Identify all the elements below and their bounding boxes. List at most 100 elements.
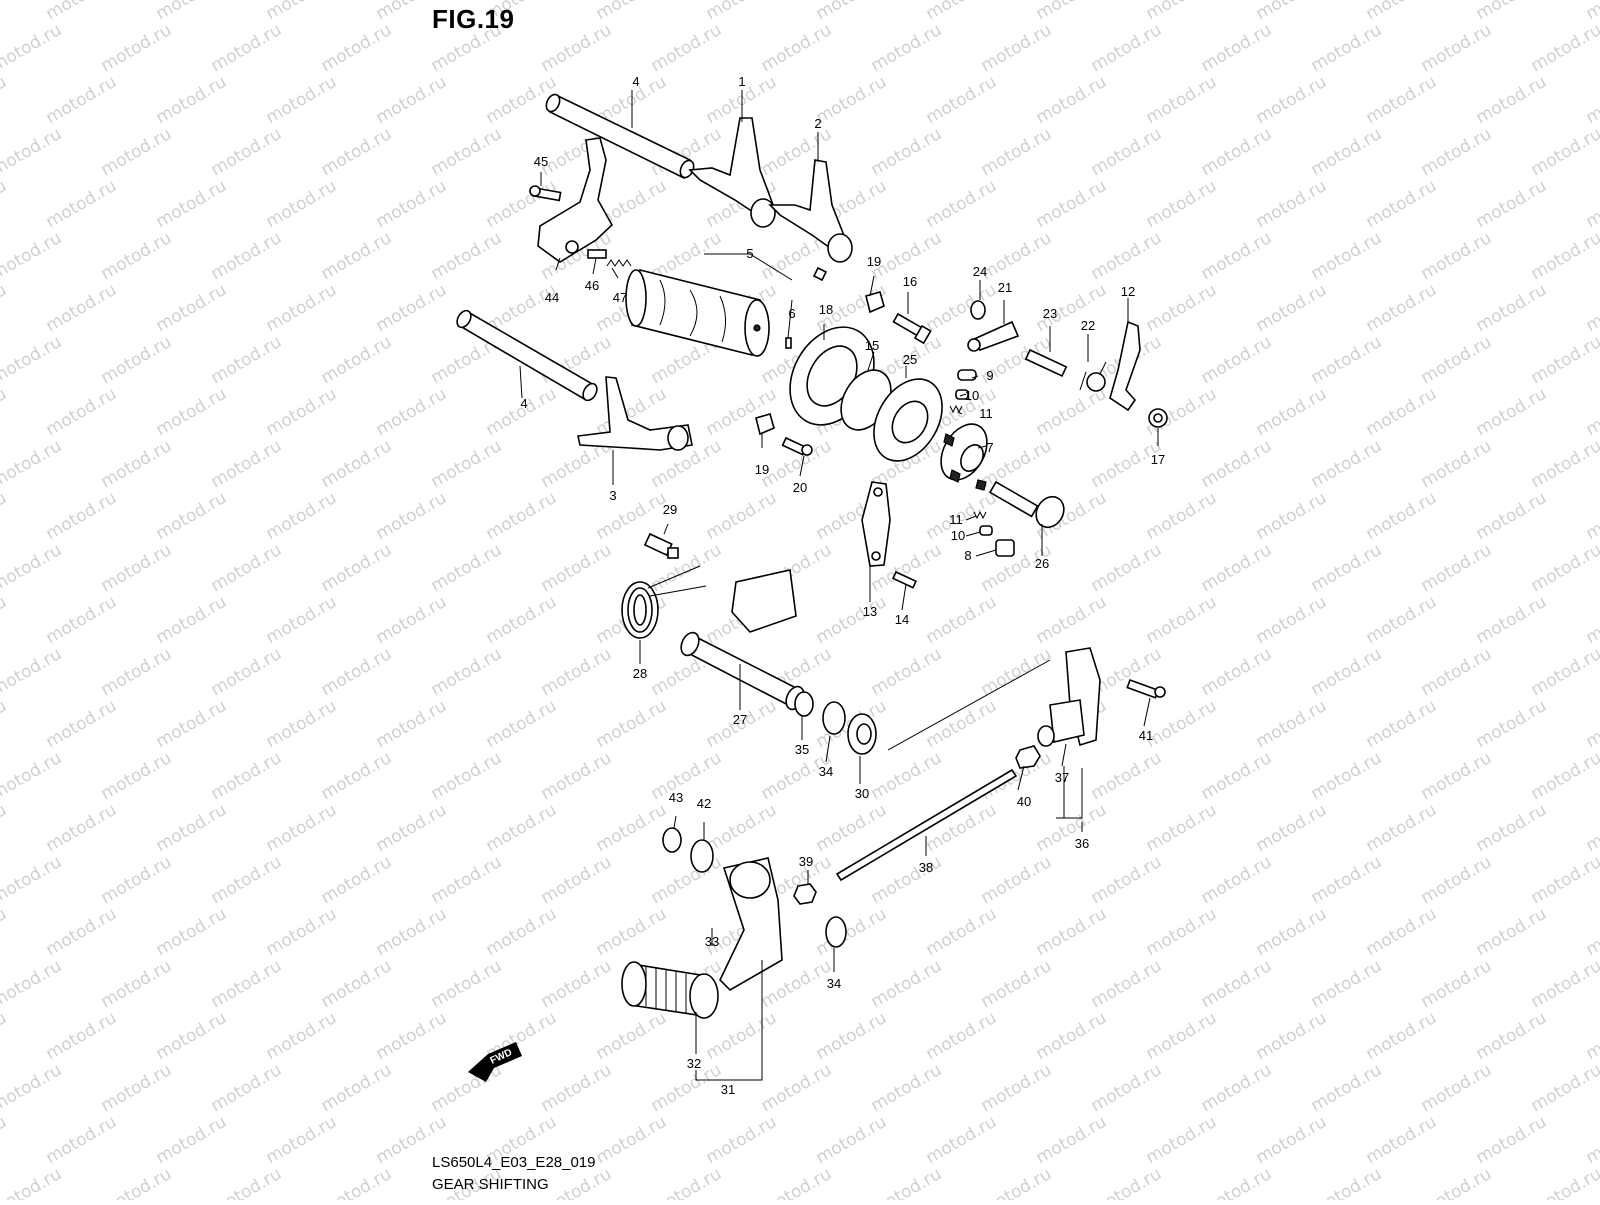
watermark-text: motod.ru (1583, 1112, 1600, 1168)
watermark-text: motod.ru (1033, 176, 1111, 232)
watermark-text: motod.ru (483, 696, 561, 752)
watermark-text: motod.ru (318, 228, 396, 284)
watermark-text: motod.ru (483, 800, 561, 856)
label-part-33: 33 (705, 934, 719, 949)
watermark-text: motod.ru (1198, 436, 1276, 492)
watermark-text: motod.ru (1363, 488, 1441, 544)
watermark-text: motod.ru (153, 176, 231, 232)
pawl-9 (958, 370, 976, 380)
label-part-24: 24 (973, 264, 987, 279)
watermark-text: motod.ru (98, 1060, 176, 1116)
watermark-text: motod.ru (1473, 1112, 1551, 1168)
watermark-text: motod.ru (1583, 1008, 1600, 1064)
watermark-text: motod.ru (373, 384, 451, 440)
label-part-42: 42 (697, 796, 711, 811)
gearshift-lever-31 (720, 858, 782, 990)
watermark-text: motod.ru (978, 124, 1056, 180)
label-part-32: 32 (687, 1056, 701, 1071)
watermark-text: motod.ru (1363, 1008, 1441, 1064)
watermark-text: motod.ru (1198, 748, 1276, 804)
watermark-text: motod.ru (978, 852, 1056, 908)
watermark-text: motod.ru (208, 332, 286, 388)
watermark-text: motod.ru (43, 904, 121, 960)
watermark-text: motod.ru (1143, 1112, 1221, 1168)
washer-19-lower (756, 414, 774, 434)
watermark-text: motod.ru (648, 852, 726, 908)
watermark-text: motod.ru (1143, 488, 1221, 544)
nut-39 (794, 884, 816, 904)
watermark-text: motod.ru (1198, 228, 1276, 284)
watermark-text: motod.ru (1528, 748, 1600, 804)
watermark-text: motod.ru (1583, 384, 1600, 440)
watermark-text: motod.ru (0, 644, 65, 700)
watermark-text: motod.ru (263, 1008, 341, 1064)
label-part-31: 31 (721, 1082, 735, 1097)
label-part-3: 3 (609, 488, 616, 503)
watermark-text: motod.ru (0, 956, 65, 1012)
watermark-text: motod.ru (373, 592, 451, 648)
watermark-text: motod.ru (373, 176, 451, 232)
watermark-text: motod.ru (428, 644, 506, 700)
label-part-46: 46 (585, 278, 599, 293)
gearshift-shaft-27 (678, 570, 808, 712)
watermark-text: motod.ru (538, 956, 616, 1012)
watermark-text: motod.ru (318, 1164, 396, 1200)
watermark-text: motod.ru (43, 696, 121, 752)
watermark-text: motod.ru (703, 800, 781, 856)
watermark-text: motod.ru (538, 540, 616, 596)
washer-34-upper (823, 702, 845, 734)
watermark-text: motod.ru (1528, 1164, 1600, 1200)
watermark-text: motod.ru (153, 696, 231, 752)
watermark-text: motod.ru (43, 592, 121, 648)
watermark-text: motod.ru (1308, 1164, 1386, 1200)
watermark-text: motod.ru (318, 540, 396, 596)
watermark-text: motod.ru (1253, 384, 1331, 440)
watermark-text: motod.ru (923, 280, 1001, 336)
label-part-25: 25 (903, 352, 917, 367)
watermark-text: motod.ru (373, 696, 451, 752)
label-part-5: 5 (746, 246, 753, 261)
watermark-text: motod.ru (868, 1164, 946, 1200)
circlip-35 (795, 692, 813, 716)
watermark-text: motod.ru (43, 800, 121, 856)
watermark-text: motod.ru (43, 384, 121, 440)
watermark-text: motod.ru (868, 20, 946, 76)
watermark-text: motod.ru (373, 904, 451, 960)
watermark-text: motod.ru (318, 644, 396, 700)
watermark-text: motod.ru (0, 748, 65, 804)
watermark-text: motod.ru (538, 1060, 616, 1116)
watermark-text: motod.ru (1583, 72, 1600, 128)
watermark-text: motod.ru (923, 1008, 1001, 1064)
watermark-text: motod.ru (1088, 748, 1166, 804)
label-part-2: 2 (814, 116, 821, 131)
watermark-text: motod.ru (1253, 176, 1331, 232)
watermark-text: motod.ru (208, 228, 286, 284)
gear-shift-lever-21 (968, 322, 1018, 351)
label-part-12: 12 (1121, 284, 1135, 299)
watermark-text: motod.ru (1308, 20, 1386, 76)
watermark-text: motod.ru (0, 1060, 65, 1116)
watermark-text: motod.ru (1033, 1112, 1111, 1168)
watermark-text: motod.ru (1198, 852, 1276, 908)
watermark-text: motod.ru (868, 748, 946, 804)
watermark-text: motod.ru (98, 436, 176, 492)
watermark-text: motod.ru (153, 280, 231, 336)
washer-24 (971, 301, 985, 319)
label-part-38: 38 (919, 860, 933, 875)
watermark-text: motod.ru (868, 644, 946, 700)
watermark-text: motod.ru (0, 20, 65, 76)
label-part-23: 23 (1043, 306, 1057, 321)
watermark-text: motod.ru (43, 1008, 121, 1064)
watermark-text: motod.ru (1088, 124, 1166, 180)
watermark-text: motod.ru (1033, 1008, 1111, 1064)
watermark-text: motod.ru (263, 72, 341, 128)
watermark-text: motod.ru (0, 488, 10, 544)
watermark-text: motod.ru (318, 1060, 396, 1116)
watermark-text: motod.ru (758, 1164, 836, 1200)
watermark-text: motod.ru (1198, 124, 1276, 180)
watermark-text: motod.ru (208, 20, 286, 76)
watermark-text: motod.ru (1418, 852, 1496, 908)
pin-6 (786, 338, 791, 348)
watermark-text: motod.ru (1088, 1164, 1166, 1200)
watermark-text: motod.ru (263, 1112, 341, 1168)
